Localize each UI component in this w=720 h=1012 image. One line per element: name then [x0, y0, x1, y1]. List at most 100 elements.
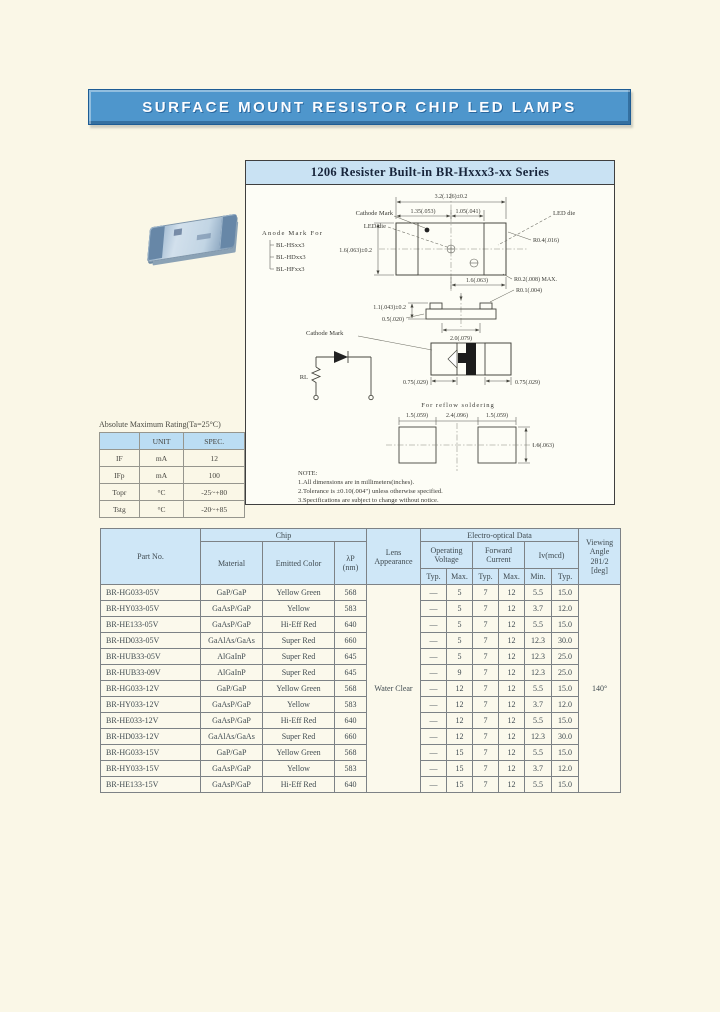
abs-max-unit-cell: °C	[138, 483, 185, 501]
fc-typ-cell: 7	[472, 760, 499, 777]
ov-max-cell: 15	[446, 776, 473, 793]
fc-max-cell: 12	[498, 664, 525, 681]
iv-typ-cell: 12.0	[550, 600, 580, 617]
material-cell: GaAsP/GaP	[200, 616, 263, 633]
ov-max-cell: 5	[446, 584, 473, 601]
emitted-color-cell: Super Red	[262, 632, 335, 649]
emitted-color-cell: Yellow	[262, 760, 335, 777]
fc-typ-cell: 7	[472, 616, 499, 633]
emitted-color-cell: Super Red	[262, 728, 335, 745]
part-no-cell: BR-HY033-12V	[100, 696, 201, 713]
iv-typ-cell: 30.0	[550, 632, 580, 649]
ov-typ-cell: —	[420, 728, 447, 745]
fc-typ-cell: 7	[472, 600, 499, 617]
material-cell: GaAsP/GaP	[200, 712, 263, 729]
ov-max-cell: 15	[446, 744, 473, 761]
ov-max-cell: 5	[446, 600, 473, 617]
abs-max-header-unit: UNIT	[138, 432, 185, 450]
fc-typ-cell: 7	[472, 680, 499, 697]
group-header-forward-current: Forward Current	[472, 541, 525, 569]
ov-max-cell: 12	[446, 696, 473, 713]
fc-max-cell: 12	[498, 584, 525, 601]
rl-resistor-label: RL	[300, 374, 308, 381]
emitted-color-cell: Yellow	[262, 600, 335, 617]
dim-seg-right: 1.05(.041)	[456, 208, 481, 215]
fc-max-cell: 12	[498, 600, 525, 617]
dim-pad-right: 0.75(.029)	[515, 379, 540, 386]
series-title: 1206 Resister Built-in BR-Hxxx3-xx Serie…	[246, 161, 614, 185]
fc-max-cell: 12	[498, 776, 525, 793]
iv-typ-cell: 12.0	[550, 696, 580, 713]
fc-typ-cell: 7	[472, 648, 499, 665]
reflow-title: For reflow soldering	[421, 402, 494, 409]
technical-drawing: 3.2(.126)±0.2 1.35(.053) 1.05(.041) Cath…	[262, 193, 575, 504]
wavelength-cell: 583	[334, 600, 367, 617]
wavelength-cell: 640	[334, 712, 367, 729]
cathode-mark-bottom-label: Cathode Mark	[306, 330, 344, 337]
abs-max-unit-cell: °C	[138, 500, 185, 518]
part-no-cell: BR-HG033-15V	[100, 744, 201, 761]
ov-max-cell: 5	[446, 648, 473, 665]
lens-appearance-value: Water Clear	[366, 584, 421, 793]
col-header-fc-typ: Typ.	[472, 568, 499, 585]
dim-reflow-height: 1.6(.063)	[532, 442, 554, 449]
ov-typ-cell: —	[420, 584, 447, 601]
ov-typ-cell: —	[420, 696, 447, 713]
chip-resistor-mark	[196, 232, 211, 241]
emitted-color-cell: Hi-Eff Red	[262, 712, 335, 729]
dim-half-width: 1.6(.063)	[466, 277, 488, 284]
iv-min-cell: 12.3	[524, 632, 552, 649]
col-header-fc-max: Max.	[498, 568, 525, 585]
part-no-cell: BR-HE033-12V	[100, 712, 201, 729]
fc-max-cell: 12	[498, 696, 525, 713]
viewing-angle-line-3: 2θ1/2	[590, 556, 609, 566]
fc-typ-cell: 7	[472, 744, 499, 761]
chip-right-terminal	[219, 213, 237, 249]
wavelength-cell: 583	[334, 760, 367, 777]
part-no-cell: BR-HY033-05V	[100, 600, 201, 617]
ov-max-cell: 12	[446, 712, 473, 729]
wavelength-cell: 645	[334, 664, 367, 681]
col-header-ov-max: Max.	[446, 568, 473, 585]
led-die-left-label: LED die	[364, 223, 386, 230]
wavelength-cell: 660	[334, 632, 367, 649]
led-die-right-label: LED die	[553, 210, 575, 217]
part-no-cell: BR-HD033-05V	[100, 632, 201, 649]
cathode-mark-top-label: Cathode Mark	[356, 210, 394, 217]
iv-min-cell: 5.5	[524, 712, 552, 729]
note-line-3: 3.Specifications are subject to change w…	[298, 497, 439, 504]
abs-max-row: Tstg°C-20~+85	[99, 500, 245, 518]
anode-variant-3: BL-HFxx3	[276, 266, 305, 273]
anode-variant-1: BL-HSxx3	[276, 242, 305, 249]
ov-max-cell: 12	[446, 728, 473, 745]
iv-min-cell: 5.5	[524, 616, 552, 633]
material-cell: GaP/GaP	[200, 680, 263, 697]
part-no-cell: BR-HUB33-05V	[100, 648, 201, 665]
fc-typ-cell: 7	[472, 632, 499, 649]
emitted-color-cell: Yellow Green	[262, 744, 335, 761]
ov-typ-cell: —	[420, 760, 447, 777]
ov-typ-cell: —	[420, 744, 447, 761]
ov-max-cell: 9	[446, 664, 473, 681]
abs-max-header-row: UNIT SPEC.	[99, 432, 245, 450]
reflow-pad-layout: For reflow soldering 1.5(.059) 2.4(.096)…	[386, 402, 554, 471]
abs-max-header-blank	[99, 432, 140, 450]
viewing-angle-line-2: Angle	[589, 547, 610, 557]
ov-max-cell: 15	[446, 760, 473, 777]
iv-min-cell: 3.7	[524, 760, 552, 777]
smd-led-chip-image	[147, 213, 237, 263]
anode-mark-for-label: Anode Mark For	[262, 230, 323, 237]
abs-max-unit-cell: mA	[138, 449, 185, 467]
viewing-angle-value: 140°	[578, 584, 622, 793]
page-title-banner: SURFACE MOUNT RESISTOR CHIP LED LAMPS	[88, 89, 631, 125]
group-header-operating-voltage: Operating Voltage	[420, 541, 473, 569]
col-header-material: Material	[200, 541, 263, 585]
abs-max-param-cell: IF	[99, 449, 140, 467]
abs-max-unit-cell: mA	[138, 466, 185, 484]
iv-min-cell: 12.3	[524, 664, 552, 681]
